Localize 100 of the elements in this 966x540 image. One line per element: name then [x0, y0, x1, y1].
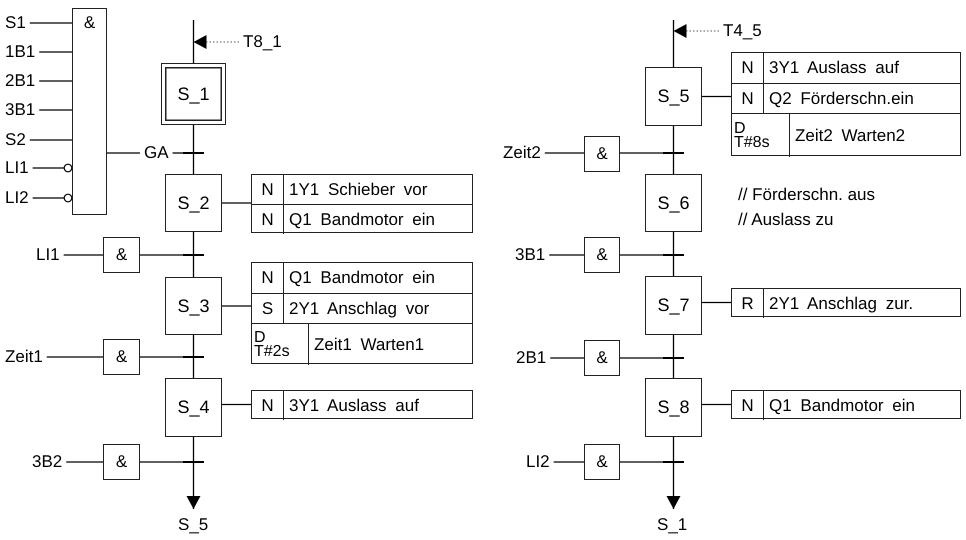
action-qualifier: N [732, 53, 764, 83]
connector-line [550, 357, 584, 359]
connector-line [222, 202, 251, 204]
action-qualifier: D T#8s [732, 113, 790, 157]
step-box [645, 67, 702, 126]
signal-label: 3B1 [515, 245, 546, 265]
logic-symbol: & [595, 245, 609, 265]
connector-line [672, 126, 674, 152]
signal-label: Zeit1 [5, 347, 43, 367]
connector-line [702, 404, 731, 406]
connector-line [554, 461, 584, 463]
step-box [645, 174, 702, 232]
signal-label: S2 [5, 130, 26, 150]
connector-line [672, 359, 674, 378]
step-label: S_7 [657, 295, 690, 316]
and-gate [103, 237, 140, 273]
connector-line [39, 80, 72, 82]
step-label: S_2 [177, 192, 210, 214]
action-qualifier: N [732, 391, 764, 420]
connector-line [66, 461, 103, 463]
step-box [645, 276, 702, 335]
connector-line [620, 357, 663, 359]
step-label: S_4 [177, 397, 210, 418]
comment-text: // Förderschn. aus [738, 184, 876, 206]
connector-line [39, 51, 72, 53]
action-block [251, 174, 473, 233]
action-block [251, 390, 473, 419]
signal-label: 3B1 [5, 100, 36, 120]
signal-label: LI1 [36, 245, 60, 265]
action-text: 2Y1 Anschlag vor [284, 293, 472, 323]
negated-input-line [32, 164, 72, 172]
transition-label: T4_5 [723, 21, 762, 41]
action-qualifier: N [252, 263, 284, 293]
action-qualifier: N [732, 83, 764, 113]
action-text: 3Y1 Auslass auf [768, 57, 900, 79]
connector-line [544, 152, 584, 154]
arrow [666, 463, 680, 509]
leader-arrow [674, 24, 719, 38]
action-block [251, 262, 473, 364]
and-gate [584, 340, 620, 376]
action-qualifier: S [252, 293, 284, 323]
step-label: S_1 [177, 84, 210, 104]
connector-line [192, 232, 194, 254]
action-text: 3Y1 Auslass auf [288, 394, 420, 416]
logic-symbol: & [595, 348, 609, 368]
connector-line [549, 254, 584, 256]
connector-line [672, 437, 674, 461]
connector-line [620, 152, 663, 154]
transition-label: T8_1 [243, 32, 282, 52]
and-gate [103, 339, 140, 375]
step-label: S_5 [657, 86, 690, 107]
signal-label: 2B1 [5, 71, 36, 91]
and-gate [72, 8, 107, 215]
connector-line [672, 232, 674, 254]
connector-line [192, 125, 194, 152]
signal-label: LI2 [526, 452, 550, 472]
action-qualifier: N [252, 175, 284, 204]
connector-line [620, 461, 663, 463]
signal-label: LI1 [5, 158, 29, 178]
step-label: S_6 [657, 192, 690, 214]
connector-line [140, 461, 183, 463]
connector-line [222, 305, 251, 307]
negated-input-line [32, 194, 72, 202]
connector-line [192, 154, 194, 174]
logic-symbol: & [114, 452, 128, 472]
signal-label: 3B2 [32, 452, 62, 472]
arrow [186, 463, 200, 509]
action-text: 1Y1 Schieber vor [288, 178, 428, 200]
connector-line [172, 152, 183, 154]
connector-line [64, 254, 103, 256]
and-gate [584, 444, 620, 480]
connector-line [140, 254, 183, 256]
action-block [731, 52, 961, 156]
connector-line [620, 254, 663, 256]
connector-line [672, 20, 674, 67]
signal-label: LI2 [5, 188, 29, 208]
and-gate [103, 444, 140, 480]
comment-text: // Auslass zu [738, 209, 834, 231]
step-box [165, 174, 222, 232]
action-qualifier: N [252, 204, 284, 234]
action-block [731, 390, 961, 419]
action-block [731, 288, 961, 317]
connector-line [39, 109, 72, 111]
action-text: Zeit1 Warten1 [309, 323, 472, 365]
action-text: Q2 Förderschn.ein [764, 83, 960, 113]
action-text: Q1 Bandmotor ein [284, 204, 472, 234]
condition-label: GA [144, 143, 169, 163]
and-gate [584, 136, 620, 172]
connector-line [672, 256, 674, 276]
action-text: Zeit2 Warten2 [790, 113, 960, 157]
step-label: S_8 [657, 397, 690, 418]
connector-line [192, 358, 194, 378]
connector-line [192, 335, 194, 356]
signal-label: 2B1 [516, 348, 546, 368]
step-box [645, 378, 702, 437]
step-reference: S_5 [178, 515, 208, 535]
signal-label: Zeit2 [503, 143, 541, 163]
connector-line [192, 20, 194, 63]
connector-line [107, 152, 140, 154]
initial-step-box [161, 63, 226, 125]
